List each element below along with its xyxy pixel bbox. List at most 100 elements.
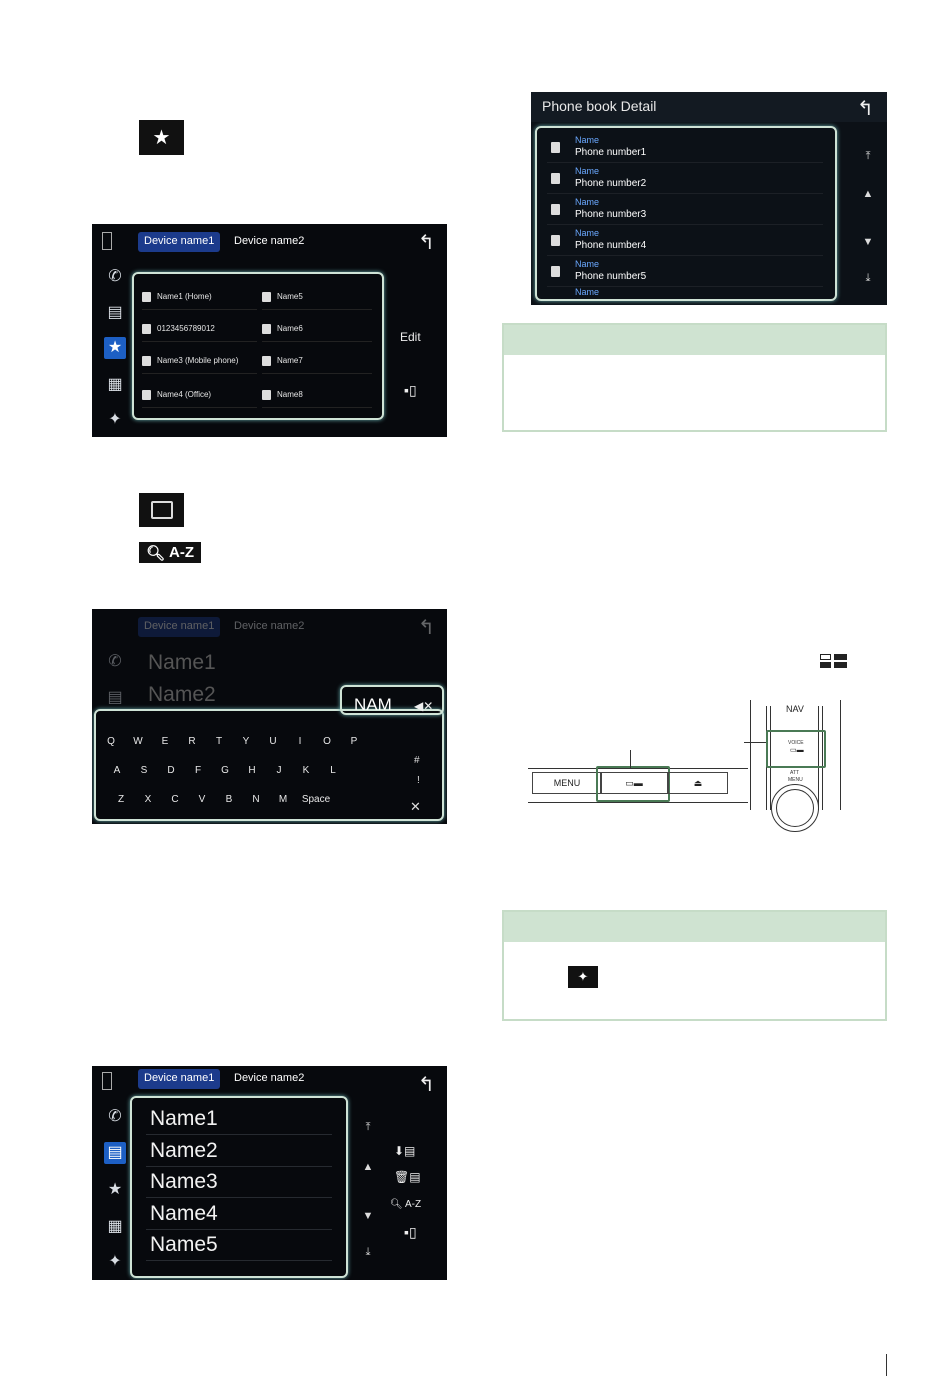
- favorite-cell[interactable]: Name4 (Office): [142, 382, 257, 408]
- nav-button[interactable]: NAV: [786, 704, 804, 714]
- key[interactable]: S: [140, 765, 148, 776]
- scroll-down-icon[interactable]: ▼: [862, 236, 874, 248]
- key[interactable]: L: [330, 765, 336, 776]
- voice-icon[interactable]: ✦: [108, 1253, 122, 1270]
- scroll-top-icon[interactable]: ⤒: [365, 1121, 371, 1133]
- favorite-cell[interactable]: Name3 (Mobile phone): [142, 348, 257, 374]
- keypad-icon[interactable]: ▦: [107, 376, 123, 393]
- favorite-cell[interactable]: Name6: [262, 316, 372, 342]
- tab-device-name1[interactable]: Device name1: [138, 232, 221, 252]
- key[interactable]: B: [225, 794, 233, 805]
- key[interactable]: H: [248, 765, 256, 776]
- key[interactable]: J: [276, 765, 282, 776]
- eject-button[interactable]: ⏏: [668, 772, 728, 794]
- favorite-cell[interactable]: Name1 (Home): [142, 284, 257, 310]
- voice-icon[interactable]: ✦: [108, 411, 122, 428]
- tab-device-name1: Device name1: [138, 617, 221, 637]
- delete-phonebook-icon[interactable]: 🗑︎▤: [394, 1170, 421, 1184]
- key[interactable]: R: [188, 736, 196, 747]
- panel-edge: [818, 706, 819, 810]
- favorite-cell[interactable]: Name5: [262, 284, 372, 310]
- detail-row-partial: Name: [575, 287, 600, 297]
- search-az-button[interactable]: 🔍︎ A-Z: [390, 1199, 422, 1210]
- contact-row[interactable]: Name4: [146, 1199, 332, 1230]
- key[interactable]: N: [252, 794, 260, 805]
- space-key[interactable]: Space: [301, 794, 331, 805]
- mobile-icon: [262, 389, 271, 400]
- key[interactable]: A: [113, 765, 121, 776]
- panel-edge: [528, 802, 748, 803]
- exclamation-key[interactable]: !: [417, 775, 420, 786]
- mobile-icon: [551, 173, 560, 184]
- input-frame: [340, 685, 444, 715]
- contact-row[interactable]: Name2: [146, 1136, 332, 1167]
- tab-device-name2[interactable]: Device name2: [234, 1072, 305, 1084]
- menu-button[interactable]: MENU: [532, 772, 602, 794]
- backspace-icon[interactable]: ◀✕: [414, 699, 434, 713]
- handsfree-icon[interactable]: ▪▯: [404, 382, 417, 398]
- back-icon[interactable]: ↰: [418, 1074, 435, 1096]
- contact-row[interactable]: Name3: [146, 1167, 332, 1198]
- note-header: [504, 912, 885, 942]
- key[interactable]: I: [298, 736, 302, 747]
- call-log-icon[interactable]: ✆: [108, 268, 122, 285]
- scroll-down-icon[interactable]: ▼: [362, 1210, 374, 1222]
- key[interactable]: M: [278, 794, 288, 805]
- key[interactable]: D: [167, 765, 175, 776]
- favorite-cell[interactable]: 0123456789012: [142, 316, 257, 342]
- favorites-icon[interactable]: ★: [107, 1181, 123, 1198]
- key[interactable]: Z: [117, 794, 125, 805]
- back-icon[interactable]: ↰: [857, 98, 874, 120]
- phonebook-icon[interactable]: ▤: [104, 1142, 126, 1164]
- volume-knob[interactable]: [771, 784, 819, 832]
- key[interactable]: W: [133, 736, 143, 747]
- scroll-top-icon[interactable]: ⤒: [865, 150, 871, 162]
- key[interactable]: T: [215, 736, 223, 747]
- key[interactable]: K: [302, 765, 310, 776]
- screen-switch-button[interactable]: ▭▬: [790, 747, 804, 754]
- scroll-up-icon[interactable]: ▲: [862, 188, 874, 200]
- tab-device-name1[interactable]: Device name1: [138, 1069, 221, 1089]
- back-icon: ↰: [418, 617, 435, 639]
- download-phonebook-icon[interactable]: ⬇▤: [394, 1144, 416, 1158]
- handsfree-icon[interactable]: ▪▯: [404, 1224, 417, 1240]
- scroll-up-icon[interactable]: ▲: [362, 1161, 374, 1173]
- call-log-icon[interactable]: ✆: [108, 1108, 122, 1125]
- hash-key[interactable]: #: [414, 755, 420, 766]
- close-keyboard-icon[interactable]: ✕: [410, 799, 421, 814]
- key[interactable]: Q: [107, 736, 115, 747]
- key[interactable]: O: [323, 736, 331, 747]
- screen-switch-button[interactable]: ▭▬: [600, 772, 668, 794]
- note-header: [504, 325, 885, 355]
- favorites-icon[interactable]: ★: [104, 337, 126, 359]
- favorite-cell[interactable]: Name7: [262, 348, 372, 374]
- phonebook-icon[interactable]: ▤: [107, 304, 123, 321]
- tab-device-name2[interactable]: Device name2: [234, 235, 305, 247]
- scroll-bottom-icon[interactable]: ⤓: [365, 1246, 371, 1258]
- key[interactable]: F: [194, 765, 202, 776]
- keypad-icon[interactable]: ▦: [107, 1218, 123, 1235]
- volume-knob-inner: [776, 789, 814, 827]
- key[interactable]: G: [221, 765, 229, 776]
- key[interactable]: E: [161, 736, 169, 747]
- key[interactable]: X: [144, 794, 152, 805]
- panel-edge: [528, 768, 748, 769]
- key[interactable]: V: [198, 794, 206, 805]
- key[interactable]: Y: [242, 736, 250, 747]
- favorite-cell[interactable]: Name8: [262, 382, 372, 408]
- contact-row[interactable]: Name5: [146, 1230, 332, 1261]
- contact-row[interactable]: Name1: [146, 1104, 332, 1135]
- key[interactable]: U: [269, 736, 277, 747]
- edit-button[interactable]: Edit: [400, 330, 421, 344]
- scroll-bottom-icon[interactable]: ⤓: [865, 272, 871, 284]
- back-icon[interactable]: ↰: [418, 232, 435, 254]
- search-input[interactable]: NAM: [354, 695, 392, 714]
- key[interactable]: C: [171, 794, 179, 805]
- key[interactable]: P: [350, 736, 358, 747]
